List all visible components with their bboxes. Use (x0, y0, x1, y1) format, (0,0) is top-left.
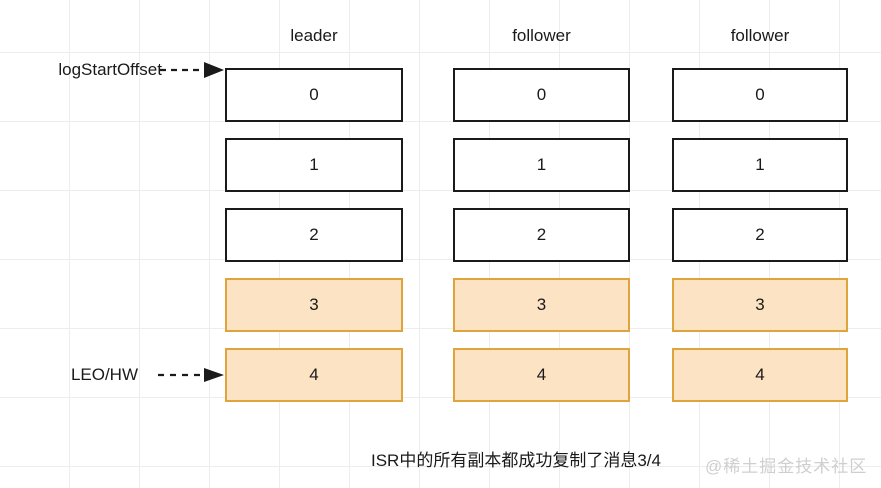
dashed-arrow-icon-leo-hw (158, 365, 224, 385)
log-cell-leader-0: 0 (225, 68, 403, 122)
column-header-leader: leader (290, 26, 338, 45)
column-header-follower-2: follower (730, 26, 790, 45)
pointer-label-log-start-offset: logStartOffset (58, 60, 162, 79)
pointer-label-leo-hw: LEO/HW (70, 365, 138, 384)
log-cell-leader-1: 1 (225, 138, 403, 192)
log-cell-follower1-3: 3 (453, 278, 630, 332)
log-cell-follower2-1: 1 (672, 138, 848, 192)
log-cell-leader-3: 3 (225, 278, 403, 332)
log-cell-follower2-4: 4 (672, 348, 848, 402)
log-cell-follower1-4: 4 (453, 348, 630, 402)
log-cell-follower2-2: 2 (672, 208, 848, 262)
log-cell-leader-2: 2 (225, 208, 403, 262)
log-cell-follower2-0: 0 (672, 68, 848, 122)
log-cell-follower1-1: 1 (453, 138, 630, 192)
watermark-label: @稀土掘金技术社区 (705, 457, 868, 476)
log-cell-follower1-0: 0 (453, 68, 630, 122)
log-cell-leader-4: 4 (225, 348, 403, 402)
log-cell-follower1-2: 2 (453, 208, 630, 262)
diagram-caption: ISR中的所有副本都成功复制了消息3/4 (371, 451, 661, 470)
log-cell-follower2-3: 3 (672, 278, 848, 332)
column-header-follower-1: follower (512, 26, 571, 45)
dashed-arrow-icon-log-start-offset (160, 60, 224, 80)
